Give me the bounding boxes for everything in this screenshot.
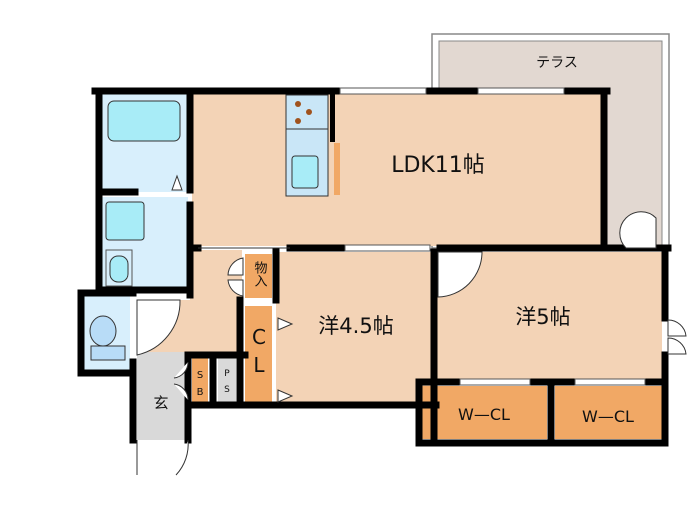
- window[interactable]: [477, 87, 565, 95]
- window[interactable]: [574, 378, 646, 386]
- stove-burner-icon: [295, 118, 301, 124]
- wcl2-label: W—CL: [582, 407, 634, 426]
- closet-label-l: L: [253, 353, 265, 377]
- pipe-space: [218, 358, 236, 403]
- western1-label: 洋4.5帖: [318, 314, 393, 338]
- pipespace-label-p: P: [224, 369, 230, 379]
- windows[interactable]: [339, 87, 646, 386]
- door-western2[interactable]: [437, 251, 483, 298]
- door-terrace[interactable]: [619, 211, 657, 249]
- shoebox-label-b: B: [197, 387, 204, 398]
- storage-room: [245, 254, 272, 298]
- toilet-icon: [89, 315, 117, 347]
- closet-label-c: C: [252, 325, 266, 349]
- walk-in-closet-1: [422, 386, 547, 439]
- walk-in-closet-2: [555, 386, 662, 439]
- shoebox-label-s: S: [197, 370, 203, 381]
- sink-icon: [291, 155, 319, 189]
- door-closet[interactable]: [277, 317, 294, 403]
- terrace-label: テラス: [536, 55, 578, 71]
- stove-burner-icon: [295, 101, 301, 107]
- window[interactable]: [339, 87, 427, 95]
- western-room-1: [276, 252, 432, 404]
- window[interactable]: [344, 244, 431, 252]
- entrance-floor: [137, 352, 188, 440]
- closet: [245, 306, 272, 404]
- stove-burner-icon: [306, 109, 312, 115]
- washing-machine-icon: [105, 201, 145, 241]
- western2-label: 洋5帖: [515, 305, 570, 329]
- window-door-western2[interactable]: [667, 319, 687, 355]
- door-bath[interactable]: [171, 174, 183, 191]
- door-entrance[interactable]: [136, 439, 189, 476]
- kitchen-partition: [334, 143, 340, 195]
- doors[interactable]: [136, 174, 687, 476]
- bathtub-icon: [107, 100, 181, 142]
- door-toilet[interactable]: [136, 299, 181, 356]
- door-shoebox[interactable]: [173, 361, 189, 401]
- pipespace-label-s: S: [224, 385, 230, 395]
- door-storage[interactable]: [227, 257, 244, 297]
- storage-label-1: 物入: [252, 261, 268, 287]
- shoe-box: [192, 358, 208, 403]
- wcl1-label: W—CL: [458, 405, 510, 424]
- ldk-room: [192, 92, 604, 246]
- entrance-label: 玄: [153, 394, 168, 412]
- ldk-label: LDK11帖: [391, 153, 485, 178]
- kitchen-counter: [285, 92, 340, 197]
- window[interactable]: [459, 378, 531, 386]
